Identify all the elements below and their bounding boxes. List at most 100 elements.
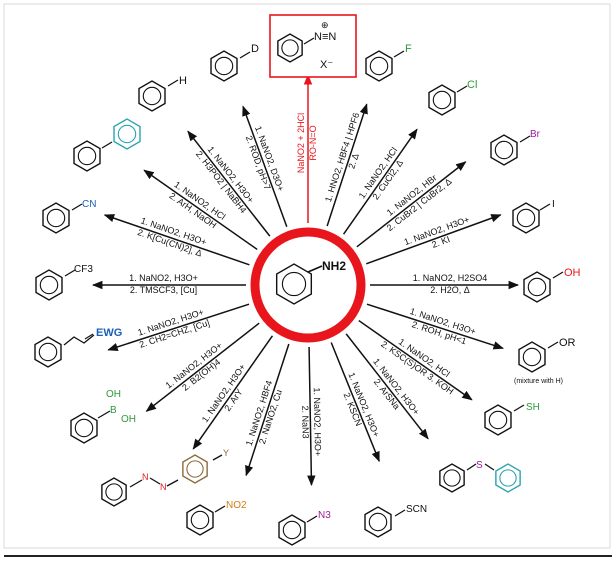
hydrogen-label: H	[179, 75, 187, 87]
arrow-vinyl	[107, 303, 250, 351]
benzene-ring	[518, 341, 546, 373]
arrow-thiocyanate	[330, 342, 380, 463]
benzene-ring	[277, 33, 303, 63]
product-benzene: H	[138, 75, 187, 112]
product-azide: N3	[278, 510, 331, 546]
benzene-ring	[495, 463, 521, 493]
product-bromo: Br	[490, 129, 541, 166]
sulfur-label: S	[476, 460, 483, 471]
product-thiocyanate: SCN	[364, 504, 427, 538]
product-diaryl-sulfide: S	[439, 460, 521, 493]
benzene-ring	[365, 50, 393, 82]
benzene-ring	[182, 454, 208, 484]
arrow-sulfide	[345, 333, 429, 440]
boron-label: B	[110, 405, 117, 416]
reagent-azide-line-2: 2. NaN3	[300, 405, 311, 438]
arrow-azide	[307, 346, 316, 487]
alkoxy-label: OR	[559, 337, 576, 349]
product-thiol: SH	[484, 402, 540, 436]
benzene-ring	[186, 504, 214, 536]
benzene-ring	[210, 50, 238, 82]
product-ether: OR (mixture with H)	[514, 337, 576, 385]
product-nitro: NO2	[186, 500, 247, 536]
benzene-ring	[34, 336, 62, 368]
products: ⊕ N≡N X⁻ D H F Cl Br	[34, 14, 581, 546]
benzene-ring	[113, 118, 141, 150]
reagent-cf3-line-2: 2. TMSCF3, [Cu]	[130, 285, 197, 295]
product-azo: N N Y	[101, 448, 229, 507]
arrow-chloro	[342, 128, 418, 235]
benzene-ring	[364, 506, 392, 538]
cyano-label: CN	[82, 199, 96, 210]
arrow-reduction	[187, 130, 271, 237]
boronic-oh-top: OH	[106, 389, 121, 400]
thiocyanate-label: SCN	[406, 504, 427, 515]
azo-n1: N	[142, 472, 149, 482]
ewg-label: EWG	[96, 327, 122, 339]
benzene-ring	[70, 412, 98, 444]
reagent-cf3-line-1: 1. NaNO2, H3O+	[129, 273, 198, 283]
azide-label: N3	[318, 510, 331, 521]
product-iodo: I	[512, 199, 555, 234]
product-diazonium: ⊕ N≡N X⁻	[269, 14, 357, 78]
diazonium-box	[269, 14, 357, 78]
center-ring	[250, 227, 366, 343]
arrow-nitro	[245, 343, 290, 477]
fluoro-label: F	[405, 43, 412, 55]
nitro-label: NO2	[226, 500, 247, 511]
ether-note: (mixture with H)	[514, 378, 563, 385]
boronic-oh-right: OH	[121, 414, 136, 425]
arrow-cyano	[103, 214, 250, 266]
deuterium-label: D	[251, 43, 259, 55]
arrow-ether	[366, 303, 504, 350]
diazonium-group: N≡N	[314, 31, 336, 43]
iodo-label: I	[552, 199, 555, 210]
product-phenol: OH	[523, 267, 581, 303]
reagent-diazonium-line-1: NaNO2 + 2HCl	[296, 113, 306, 173]
arrow-biaryl	[143, 169, 258, 251]
benzene-ring	[73, 140, 101, 172]
benzene-ring	[275, 263, 313, 305]
diazonium-counterion: X⁻	[320, 59, 333, 71]
amine-label: NH2	[322, 259, 346, 273]
product-boronic-acid: B OH OH	[70, 389, 136, 444]
cf3-label: CF3	[74, 264, 93, 275]
product-chloro: Cl	[428, 79, 477, 116]
benzene-ring	[512, 202, 540, 234]
azo-n2: N	[160, 482, 167, 492]
arrow-deuterium	[242, 105, 288, 227]
benzene-ring	[428, 84, 456, 116]
reagent-azide-line-1: 1. NaNO2, H3O+	[312, 387, 323, 456]
arrow-bromo	[356, 161, 467, 248]
benzene-ring	[35, 269, 63, 301]
benzene-ring	[484, 404, 512, 436]
benzene-ring	[42, 202, 70, 234]
product-fluoro: F	[365, 43, 412, 82]
benzene-ring	[490, 134, 518, 166]
reagent-phenol-line-2: 2. H2O, Δ	[430, 285, 470, 295]
benzene-ring	[101, 477, 127, 507]
product-deuterio: D	[210, 43, 259, 82]
hydroxyl-label: OH	[564, 267, 581, 279]
thiol-label: SH	[526, 402, 540, 413]
product-nitrile: CN	[42, 199, 96, 234]
reagent-fluoro-line-2: 2. Δ	[346, 152, 360, 170]
benzene-ring	[278, 514, 306, 546]
arrow-azo	[192, 335, 274, 450]
product-trifluoromethyl: CF3	[35, 264, 93, 301]
arrow-fluoro	[326, 103, 368, 227]
benzene-ring	[523, 271, 551, 303]
azo-y-label: Y	[223, 448, 229, 458]
reaction-arrows	[91, 73, 520, 487]
benzene-ring	[138, 80, 166, 112]
aniline-structure: NH2	[275, 259, 346, 305]
page-frame	[3, 3, 611, 549]
product-biphenyl	[73, 118, 141, 172]
arrow-iodo	[366, 214, 502, 265]
arrow-boronic	[145, 322, 260, 412]
product-vinyl: EWG	[34, 327, 122, 368]
reagent-diazonium-line-2: RO-N=O	[308, 125, 318, 160]
reagent-phenol-line-1: 1. NaNO2, H2SO4	[413, 273, 488, 283]
